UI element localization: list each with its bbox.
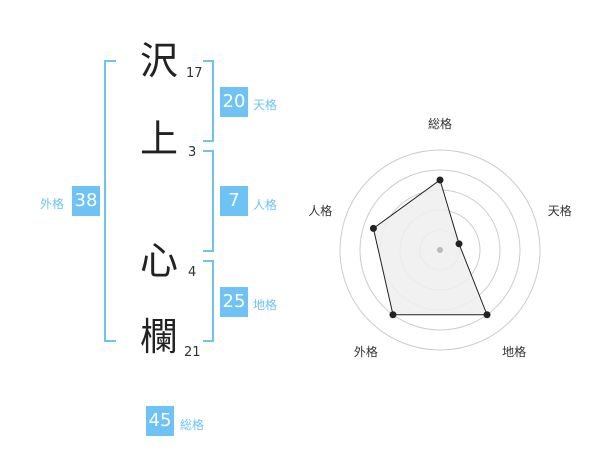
radar-data-point	[436, 176, 444, 184]
chikaku-value: 25	[220, 287, 248, 317]
radar-data-point	[389, 311, 397, 319]
stroke-count-2: 3	[188, 145, 197, 160]
radar-data-point	[483, 311, 491, 319]
radar-data-point	[369, 224, 377, 232]
radar-data-area	[372, 179, 488, 316]
tenkaku-label: 天格	[253, 98, 278, 112]
jinkaku-label: 人格	[253, 198, 278, 212]
radar-center-dot	[437, 247, 443, 253]
chikaku-label: 地格	[253, 298, 278, 312]
radar-data-point	[455, 240, 463, 248]
radar-axis-label: 外格	[354, 344, 378, 359]
jinkaku-value: 7	[220, 186, 248, 216]
gaikaku-label: 外格	[40, 197, 65, 211]
jinkaku-bracket	[203, 150, 214, 252]
radar-axis-label: 人格	[308, 203, 332, 218]
tenkaku-value: 20	[220, 87, 248, 117]
stroke-count-3: 4	[188, 265, 197, 280]
soukaku-label: 総格	[180, 418, 205, 432]
radar-grid-ring	[359, 169, 521, 331]
name-char-4: 欄	[140, 315, 179, 359]
radar-axis-label: 総格	[428, 116, 452, 131]
soukaku-value: 45	[146, 406, 174, 436]
gaikaku-bracket	[104, 60, 116, 342]
gaikaku-value: 38	[72, 186, 100, 216]
radar-grid-ring	[339, 149, 541, 351]
radar-axis-label: 天格	[548, 203, 572, 218]
chikaku-bracket	[203, 260, 214, 342]
radar-axis-label: 地格	[502, 344, 526, 359]
name-char-3: 心	[140, 239, 179, 283]
tenkaku-bracket	[203, 60, 214, 142]
stroke-count-4: 21	[184, 345, 201, 360]
stroke-count-1: 17	[186, 66, 203, 81]
name-char-2: 上	[140, 117, 179, 161]
name-char-1: 沢	[140, 39, 179, 83]
